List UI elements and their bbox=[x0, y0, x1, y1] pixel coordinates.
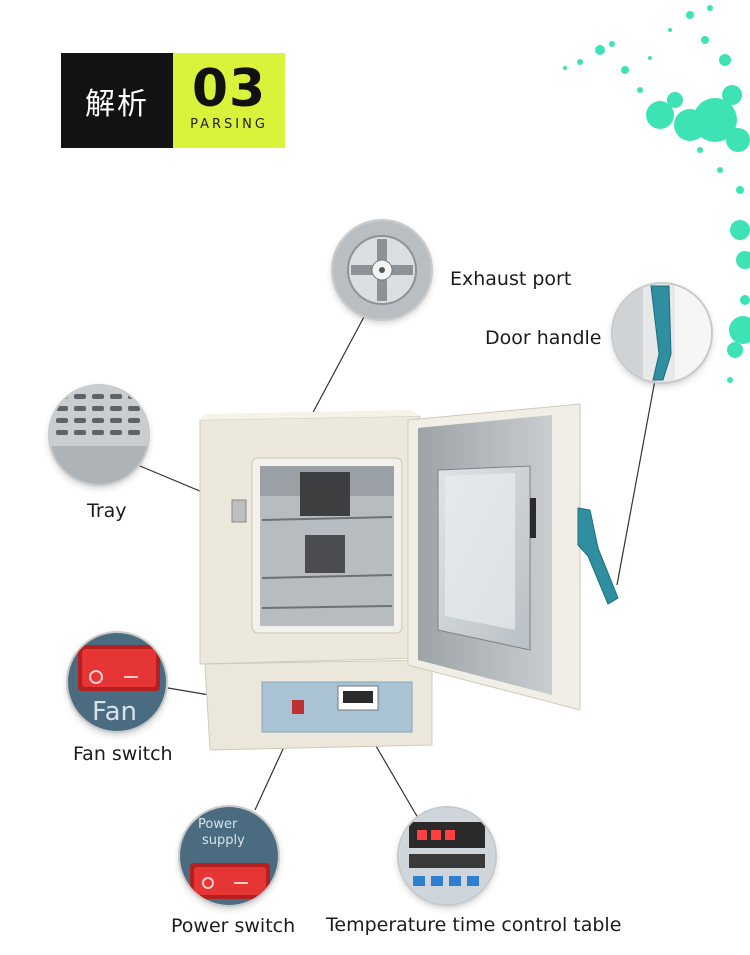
power-inset-text: Power bbox=[198, 817, 238, 832]
power-rocker-graphic bbox=[190, 863, 270, 899]
power-switch-inset: Power supply bbox=[180, 807, 278, 905]
section-label-text: 解析 bbox=[85, 86, 149, 122]
section-subtitle: PARSING bbox=[190, 117, 268, 132]
door-handle-label: Door handle bbox=[485, 327, 602, 349]
section-number: 03 bbox=[191, 59, 267, 119]
temperature-controller-inset bbox=[399, 808, 495, 904]
tray-inset bbox=[50, 386, 148, 484]
supply-inset-text: supply bbox=[202, 833, 245, 848]
door-handle-inset bbox=[613, 284, 711, 382]
fan-switch-inset: Fan bbox=[68, 633, 166, 731]
section-label: 解析 bbox=[61, 53, 173, 148]
tray-label: Tray bbox=[87, 500, 127, 522]
rocker-switch-graphic bbox=[78, 645, 160, 691]
temperature-control-label: Temperature time control table bbox=[326, 914, 622, 936]
section-number-box: 03 PARSING bbox=[173, 53, 285, 148]
paint-splash-decoration bbox=[563, 5, 750, 383]
power-switch-label: Power switch bbox=[171, 915, 296, 937]
fan-switch-label: Fan switch bbox=[73, 743, 173, 765]
exhaust-port-inset bbox=[333, 221, 431, 319]
exhaust-port-label: Exhaust port bbox=[450, 268, 572, 290]
fan-inset-text: Fan bbox=[92, 697, 137, 727]
